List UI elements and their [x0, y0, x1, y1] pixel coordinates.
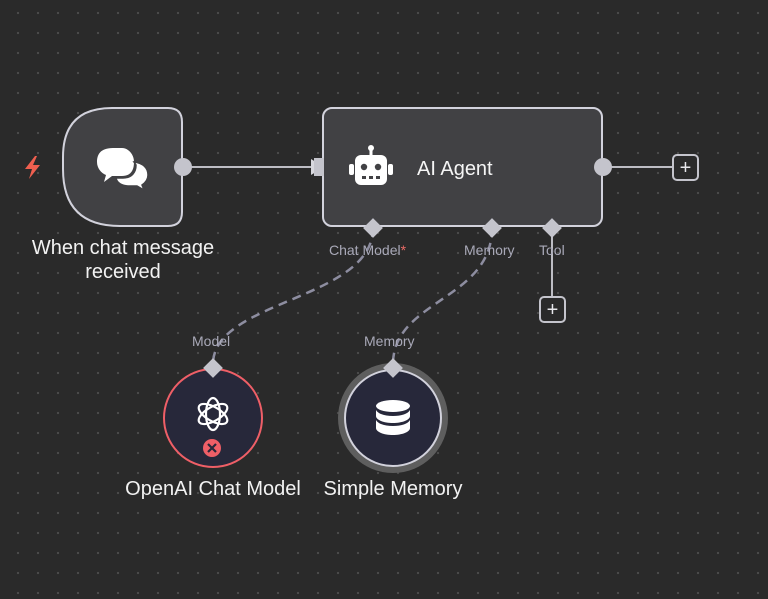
memory-input-handle[interactable]: [383, 358, 403, 378]
chat-model-handle-label: Chat Model*: [329, 242, 406, 258]
memory-input-label: Memory: [364, 333, 415, 349]
openai-chat-model-node[interactable]: [163, 358, 263, 468]
lightning-icon: [25, 156, 40, 179]
openai-node-label: OpenAI Chat Model: [125, 478, 301, 500]
trigger-node-label: When chat message received: [31, 237, 215, 283]
chat-model-handle[interactable]: [363, 218, 383, 238]
model-dashed-connection[interactable]: [211, 227, 375, 365]
database-icon: [376, 400, 410, 435]
memory-node-label: Simple Memory: [323, 478, 463, 500]
required-asterisk: *: [400, 242, 407, 258]
memory-handle[interactable]: [482, 218, 502, 238]
model-input-label: Model: [192, 333, 231, 349]
robot-icon: [349, 145, 393, 185]
trigger-output-handle[interactable]: [174, 158, 192, 176]
plus-icon: +: [547, 299, 559, 321]
openai-icon: [197, 396, 229, 432]
trigger-node[interactable]: [62, 107, 192, 227]
simple-memory-node[interactable]: [338, 358, 448, 473]
chat-model-text: Chat Model: [329, 242, 401, 258]
memory-handle-label: Memory: [464, 242, 515, 258]
chat-bubbles-icon: [97, 148, 149, 192]
add-tool-button[interactable]: +: [539, 296, 566, 323]
plus-icon: +: [680, 157, 692, 179]
memory-dashed-connection[interactable]: [391, 227, 494, 365]
ai-agent-node[interactable]: AI Agent: [314, 107, 612, 238]
ai-agent-title: AI Agent: [417, 158, 493, 180]
error-icon: [203, 439, 221, 457]
agent-input-handle[interactable]: [314, 158, 324, 176]
agent-output-handle[interactable]: [594, 158, 612, 176]
model-input-handle[interactable]: [203, 358, 223, 378]
add-node-button-after-agent[interactable]: +: [672, 154, 699, 181]
tool-handle-label: Tool: [539, 242, 565, 258]
